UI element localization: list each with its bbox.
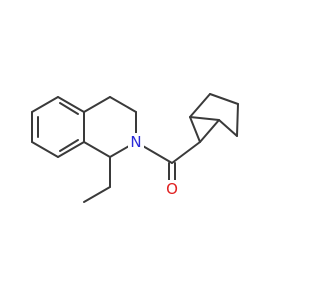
bond-c4a-c4 [83,96,111,113]
atom-label-oxygen: O [164,180,180,198]
bond-cyclopropyl-3 [189,116,220,121]
bond-aromatic-4 [57,141,85,158]
atom-label-nitrogen: N [128,133,144,151]
bond-cyclopentyl-1 [189,93,211,118]
bond-cyclopentyl-4 [218,119,238,137]
bond-aromatic-6 [57,96,85,113]
bond-cyclopentyl-3 [236,103,239,137]
molecule-structure-diagram: N O [31,93,239,203]
bond-c4-c3 [109,96,137,113]
bond-ethyl-ch2-ch3 [83,186,111,203]
oxygen-label-background [164,180,180,198]
bond-aromatic-inner-2 [59,102,79,115]
nitrogen-atom-label: N [130,133,141,151]
bond-carbonyl-cyclopropyl [171,141,201,164]
nitrogen-label-background [128,133,144,151]
bond-cyclopropyl-1 [189,116,201,143]
bond-cyclopropyl-2 [199,119,220,143]
bond-cyclopentyl-2 [209,93,239,105]
bond-c1-c8a [83,141,111,158]
bonds [31,93,239,203]
bond-aromatic-3 [31,141,59,158]
bond-aromatic-1 [31,96,59,113]
bond-aromatic-inner-3 [59,139,79,152]
oxygen-atom-label: O [166,180,178,198]
